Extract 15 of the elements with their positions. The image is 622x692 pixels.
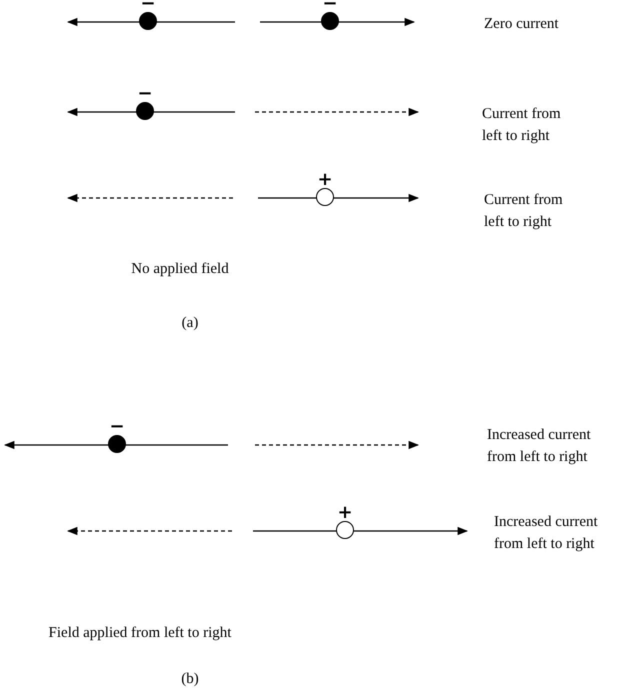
charge-sign: − <box>140 0 156 12</box>
panel-label: (b) <box>180 670 200 689</box>
charge-sign: + <box>337 505 353 521</box>
caption-text: Current from left to right <box>484 191 564 232</box>
caption-text: Zero current <box>484 15 560 34</box>
charge-sign: − <box>322 0 338 12</box>
caption-text: Increased current from left to right <box>487 426 592 467</box>
caption-text: Current from left to right <box>482 105 562 146</box>
charge-sign: + <box>317 172 333 188</box>
caption-text: Increased current from left to right <box>494 513 599 554</box>
panel-label: (a) <box>180 314 200 333</box>
charge-sign: − <box>109 419 125 435</box>
charge-sign: − <box>137 86 153 102</box>
caption-text: Field applied from left to right <box>48 624 232 643</box>
caption-text: No applied field <box>130 260 230 279</box>
